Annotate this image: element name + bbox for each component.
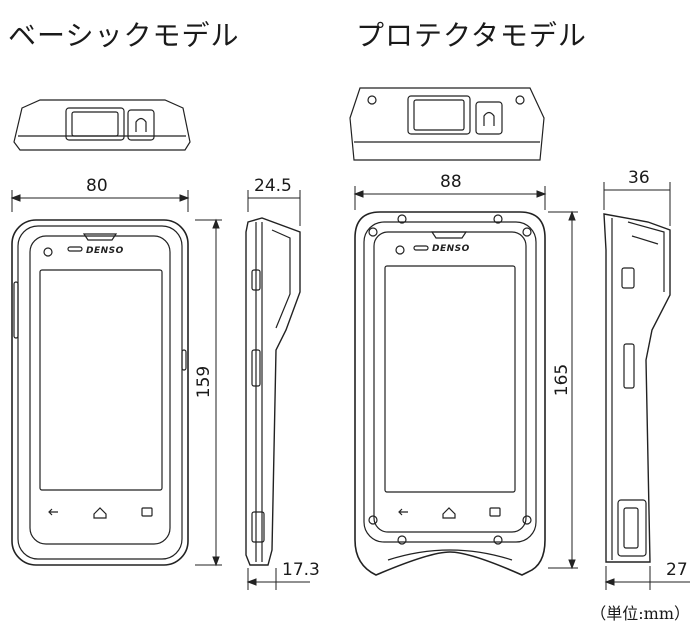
protector-dimension-lines xyxy=(353,182,690,590)
protector-grip-label: 27 xyxy=(666,560,688,580)
protector-depth-label: 36 xyxy=(628,168,650,188)
basic-top-view xyxy=(13,99,191,151)
protector-top-view xyxy=(349,87,545,161)
protector-front-view xyxy=(354,211,546,576)
basic-depth-label: 24.5 xyxy=(254,176,292,196)
protector-side-view xyxy=(603,213,671,563)
basic-grip-label: 17.3 xyxy=(282,560,320,580)
protector-model-title: プロテクタモデル xyxy=(356,19,587,52)
basic-side-view xyxy=(245,217,301,566)
basic-front-view xyxy=(11,219,189,566)
protector-denso-logo: DENSO xyxy=(432,244,470,254)
protector-height-label: 165 xyxy=(552,363,573,397)
basic-model-title: ベーシックモデル xyxy=(8,19,240,52)
basic-denso-logo: DENSO xyxy=(86,246,124,256)
protector-width-label: 88 xyxy=(440,172,462,192)
basic-dimension-lines xyxy=(10,190,310,590)
basic-width-label: 80 xyxy=(86,176,108,196)
basic-height-label: 159 xyxy=(194,365,215,399)
unit-note: （単位:mm） xyxy=(590,604,690,623)
